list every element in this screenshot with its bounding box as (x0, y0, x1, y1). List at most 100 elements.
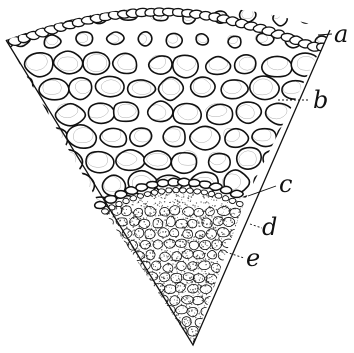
cortex-cell (250, 76, 279, 100)
stele-cell (93, 261, 104, 270)
cortex-cell (300, 10, 315, 23)
stele-cell (166, 216, 175, 227)
stele-cell (220, 340, 229, 349)
stele-cell (170, 296, 180, 306)
stele-cell (151, 261, 160, 270)
endodermis-cell (115, 191, 127, 199)
pericycle-cell (137, 194, 143, 199)
stele-cell (182, 317, 191, 327)
stele-cell (130, 327, 140, 335)
label-e: e (246, 244, 260, 272)
cortex-cell (207, 104, 233, 124)
cortex-cell (163, 126, 185, 146)
stele-cell (207, 338, 216, 347)
cortex-cell (0, 147, 20, 172)
stele-cell (159, 316, 169, 326)
cortex-cell (138, 32, 152, 46)
stele-cell (165, 329, 174, 338)
stele-cell (213, 305, 223, 315)
stele-cell (230, 272, 241, 281)
pericycle-cell (144, 192, 151, 197)
stele-cell (134, 338, 143, 347)
stele-cell (170, 228, 179, 236)
cortex-cell (86, 152, 114, 173)
stele-cell (109, 294, 120, 303)
stele-cell (230, 295, 241, 304)
pericycle-cell (215, 193, 222, 198)
cortex-cell (325, 56, 351, 73)
stele-cell (243, 338, 253, 348)
pericycle-cell (180, 188, 187, 193)
stele-cell (238, 306, 249, 316)
cortex-cell (327, 153, 353, 171)
cortex-cell (69, 78, 92, 100)
pericycle-cell (208, 191, 215, 196)
stele-cell (100, 316, 109, 325)
endodermis-cell (231, 190, 244, 197)
stele-cell (222, 239, 234, 247)
pericycle-cell (130, 196, 137, 201)
stele-cell (139, 307, 151, 316)
pericycle-cell (201, 190, 207, 195)
stele-cell (213, 217, 223, 226)
stele-cell (123, 274, 133, 283)
stele-cell (194, 208, 204, 216)
pericycle-cell (102, 209, 109, 214)
stele-cell (195, 231, 205, 239)
stele-cell (219, 295, 230, 304)
stele-cell (91, 305, 100, 314)
stele-cell (218, 317, 229, 325)
stele-cell (121, 339, 131, 349)
stele-cell (235, 262, 246, 271)
stele-cell (129, 306, 140, 315)
stele-cell (160, 273, 170, 282)
stele-cell (118, 241, 127, 249)
label-c: c (279, 170, 292, 198)
stele-cell (112, 230, 122, 240)
stele-cell (243, 318, 254, 326)
pericycle-cell (123, 198, 129, 203)
stele-cell (106, 306, 117, 315)
stele-cell (222, 305, 233, 313)
stele-cell (132, 317, 144, 326)
stele-cell (97, 273, 109, 281)
cortex-cell (26, 151, 52, 173)
stele-cell (93, 241, 104, 249)
stele-cell (175, 239, 186, 247)
cortex-cell (0, 34, 1, 47)
stele-cell (98, 294, 110, 303)
stele-cell (207, 315, 216, 325)
cortex-cell (55, 104, 85, 126)
cortex-cell (310, 173, 336, 193)
pericycle-cell (173, 187, 179, 192)
cortex-cell (25, 53, 53, 77)
cortex-cell (28, 201, 49, 220)
cortex-cell (0, 78, 6, 96)
cortex-cell (282, 81, 307, 99)
cortex-cell (196, 34, 208, 45)
stele-cell (145, 294, 155, 303)
leader-line-d (250, 224, 262, 228)
stele-cell (138, 219, 149, 228)
stele-cell (230, 229, 241, 238)
stele-cell (146, 318, 157, 327)
stele-cell (110, 318, 120, 327)
stele-cell (188, 284, 199, 293)
stele-cell (153, 218, 163, 227)
stele-cell (121, 293, 133, 303)
cortex-cell (56, 198, 83, 219)
cortex-cell (54, 150, 83, 173)
stele-cell (158, 228, 169, 238)
stele-cell (104, 327, 116, 337)
cortex-cell (296, 199, 324, 221)
stele-cell (92, 218, 103, 227)
pericycle-cell (158, 189, 165, 194)
stele-cell (97, 252, 108, 261)
stele-cell (183, 230, 193, 239)
cortex-cell (39, 173, 63, 197)
pericycle-cell (166, 188, 172, 193)
stele-cell (212, 240, 222, 250)
stele-cell (141, 327, 151, 336)
cortex-cell (12, 125, 34, 148)
